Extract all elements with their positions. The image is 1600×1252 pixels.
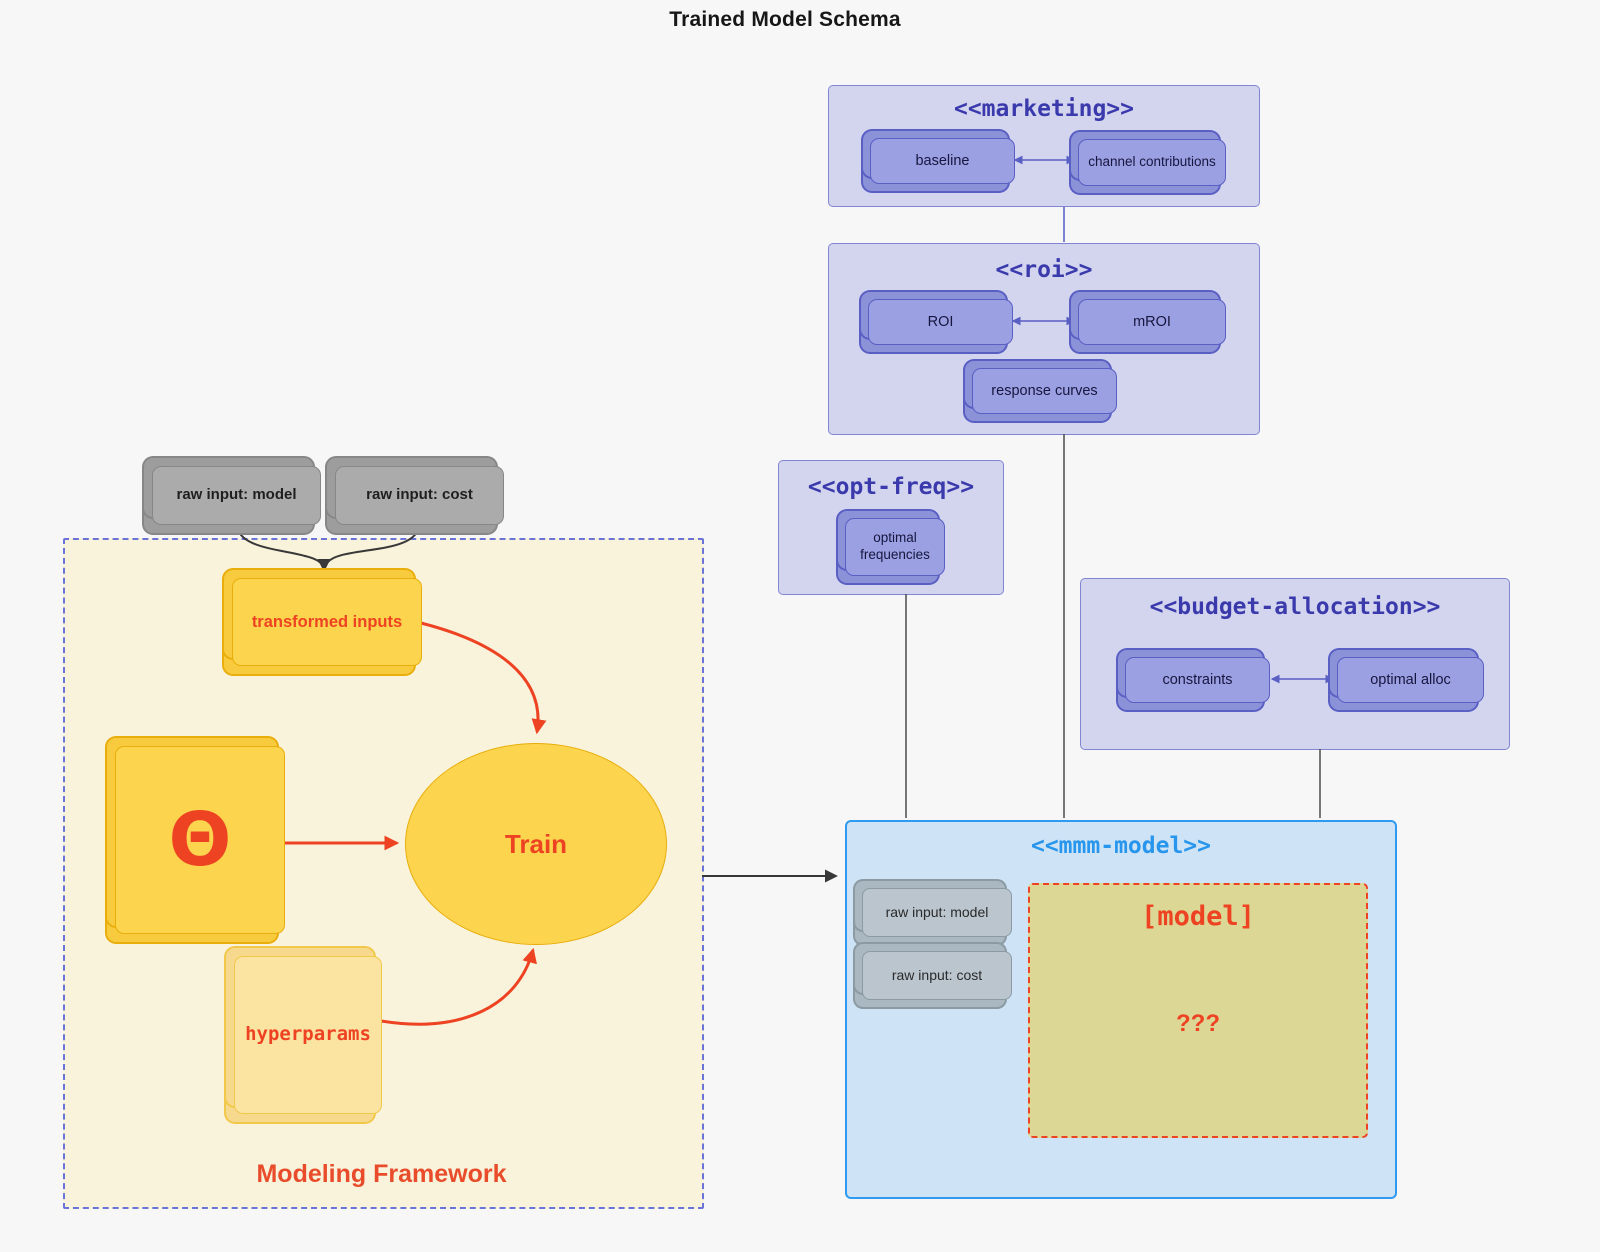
node-response-curves-label: response curves bbox=[991, 382, 1098, 399]
node-mmm-raw-input-cost: raw input: cost bbox=[862, 951, 1012, 1000]
node-channel-contributions: channel contributions bbox=[1078, 139, 1226, 186]
node-channel-contributions-label: channel contributions bbox=[1088, 154, 1216, 170]
model-placeholder-title: [model] bbox=[1141, 901, 1255, 932]
node-raw-input-cost-label: raw input: cost bbox=[366, 486, 473, 504]
group-modeling-framework-label: Modeling Framework bbox=[256, 1160, 507, 1188]
node-constraints: constraints bbox=[1125, 657, 1270, 703]
node-train-label: Train bbox=[504, 828, 568, 859]
diagram-title: Trained Model Schema bbox=[669, 8, 901, 31]
node-optimal-frequencies: optimal frequencies bbox=[845, 518, 945, 576]
node-roi: ROI bbox=[868, 299, 1013, 345]
node-baseline: baseline bbox=[870, 138, 1015, 184]
node-baseline-label: baseline bbox=[915, 152, 970, 169]
node-theta-label: Θ bbox=[168, 796, 232, 883]
model-placeholder-box: [model] ??? bbox=[1028, 883, 1368, 1138]
node-hyperparams: hyperparams bbox=[234, 956, 382, 1114]
node-raw-input-model-label: raw input: model bbox=[176, 486, 297, 504]
node-theta: Θ bbox=[115, 746, 285, 934]
group-marketing-label: <<marketing>> bbox=[953, 96, 1134, 122]
node-optimal-alloc-label: optimal alloc bbox=[1370, 671, 1451, 688]
node-raw-input-cost: raw input: cost bbox=[335, 466, 504, 525]
node-roi-label: ROI bbox=[927, 313, 954, 330]
node-mmm-raw-input-model-label: raw input: model bbox=[885, 903, 989, 920]
node-mmm-raw-input-cost-label: raw input: cost bbox=[891, 966, 983, 983]
node-constraints-label: constraints bbox=[1162, 671, 1233, 688]
node-train: Train bbox=[405, 743, 667, 945]
model-placeholder-question: ??? bbox=[1176, 1010, 1220, 1037]
node-transformed-inputs: transformed inputs bbox=[232, 578, 422, 666]
node-mmm-raw-input-model: raw input: model bbox=[862, 888, 1012, 937]
group-opt-freq-label: <<opt-freq>> bbox=[807, 474, 975, 500]
node-hyperparams-label: hyperparams bbox=[245, 1023, 371, 1046]
group-mmm-model-label: <<mmm-model>> bbox=[1030, 833, 1211, 859]
node-response-curves: response curves bbox=[972, 368, 1117, 414]
node-transformed-inputs-label: transformed inputs bbox=[251, 612, 403, 631]
node-optimal-alloc: optimal alloc bbox=[1337, 657, 1484, 703]
node-optimal-frequencies-label: optimal frequencies bbox=[860, 530, 930, 562]
node-raw-input-model: raw input: model bbox=[152, 466, 321, 525]
group-roi-label: <<roi>> bbox=[995, 257, 1093, 283]
node-mroi: mROI bbox=[1078, 299, 1226, 345]
group-budget-allocation-label: <<budget-allocation>> bbox=[1149, 594, 1441, 620]
node-mroi-label: mROI bbox=[1133, 313, 1171, 330]
